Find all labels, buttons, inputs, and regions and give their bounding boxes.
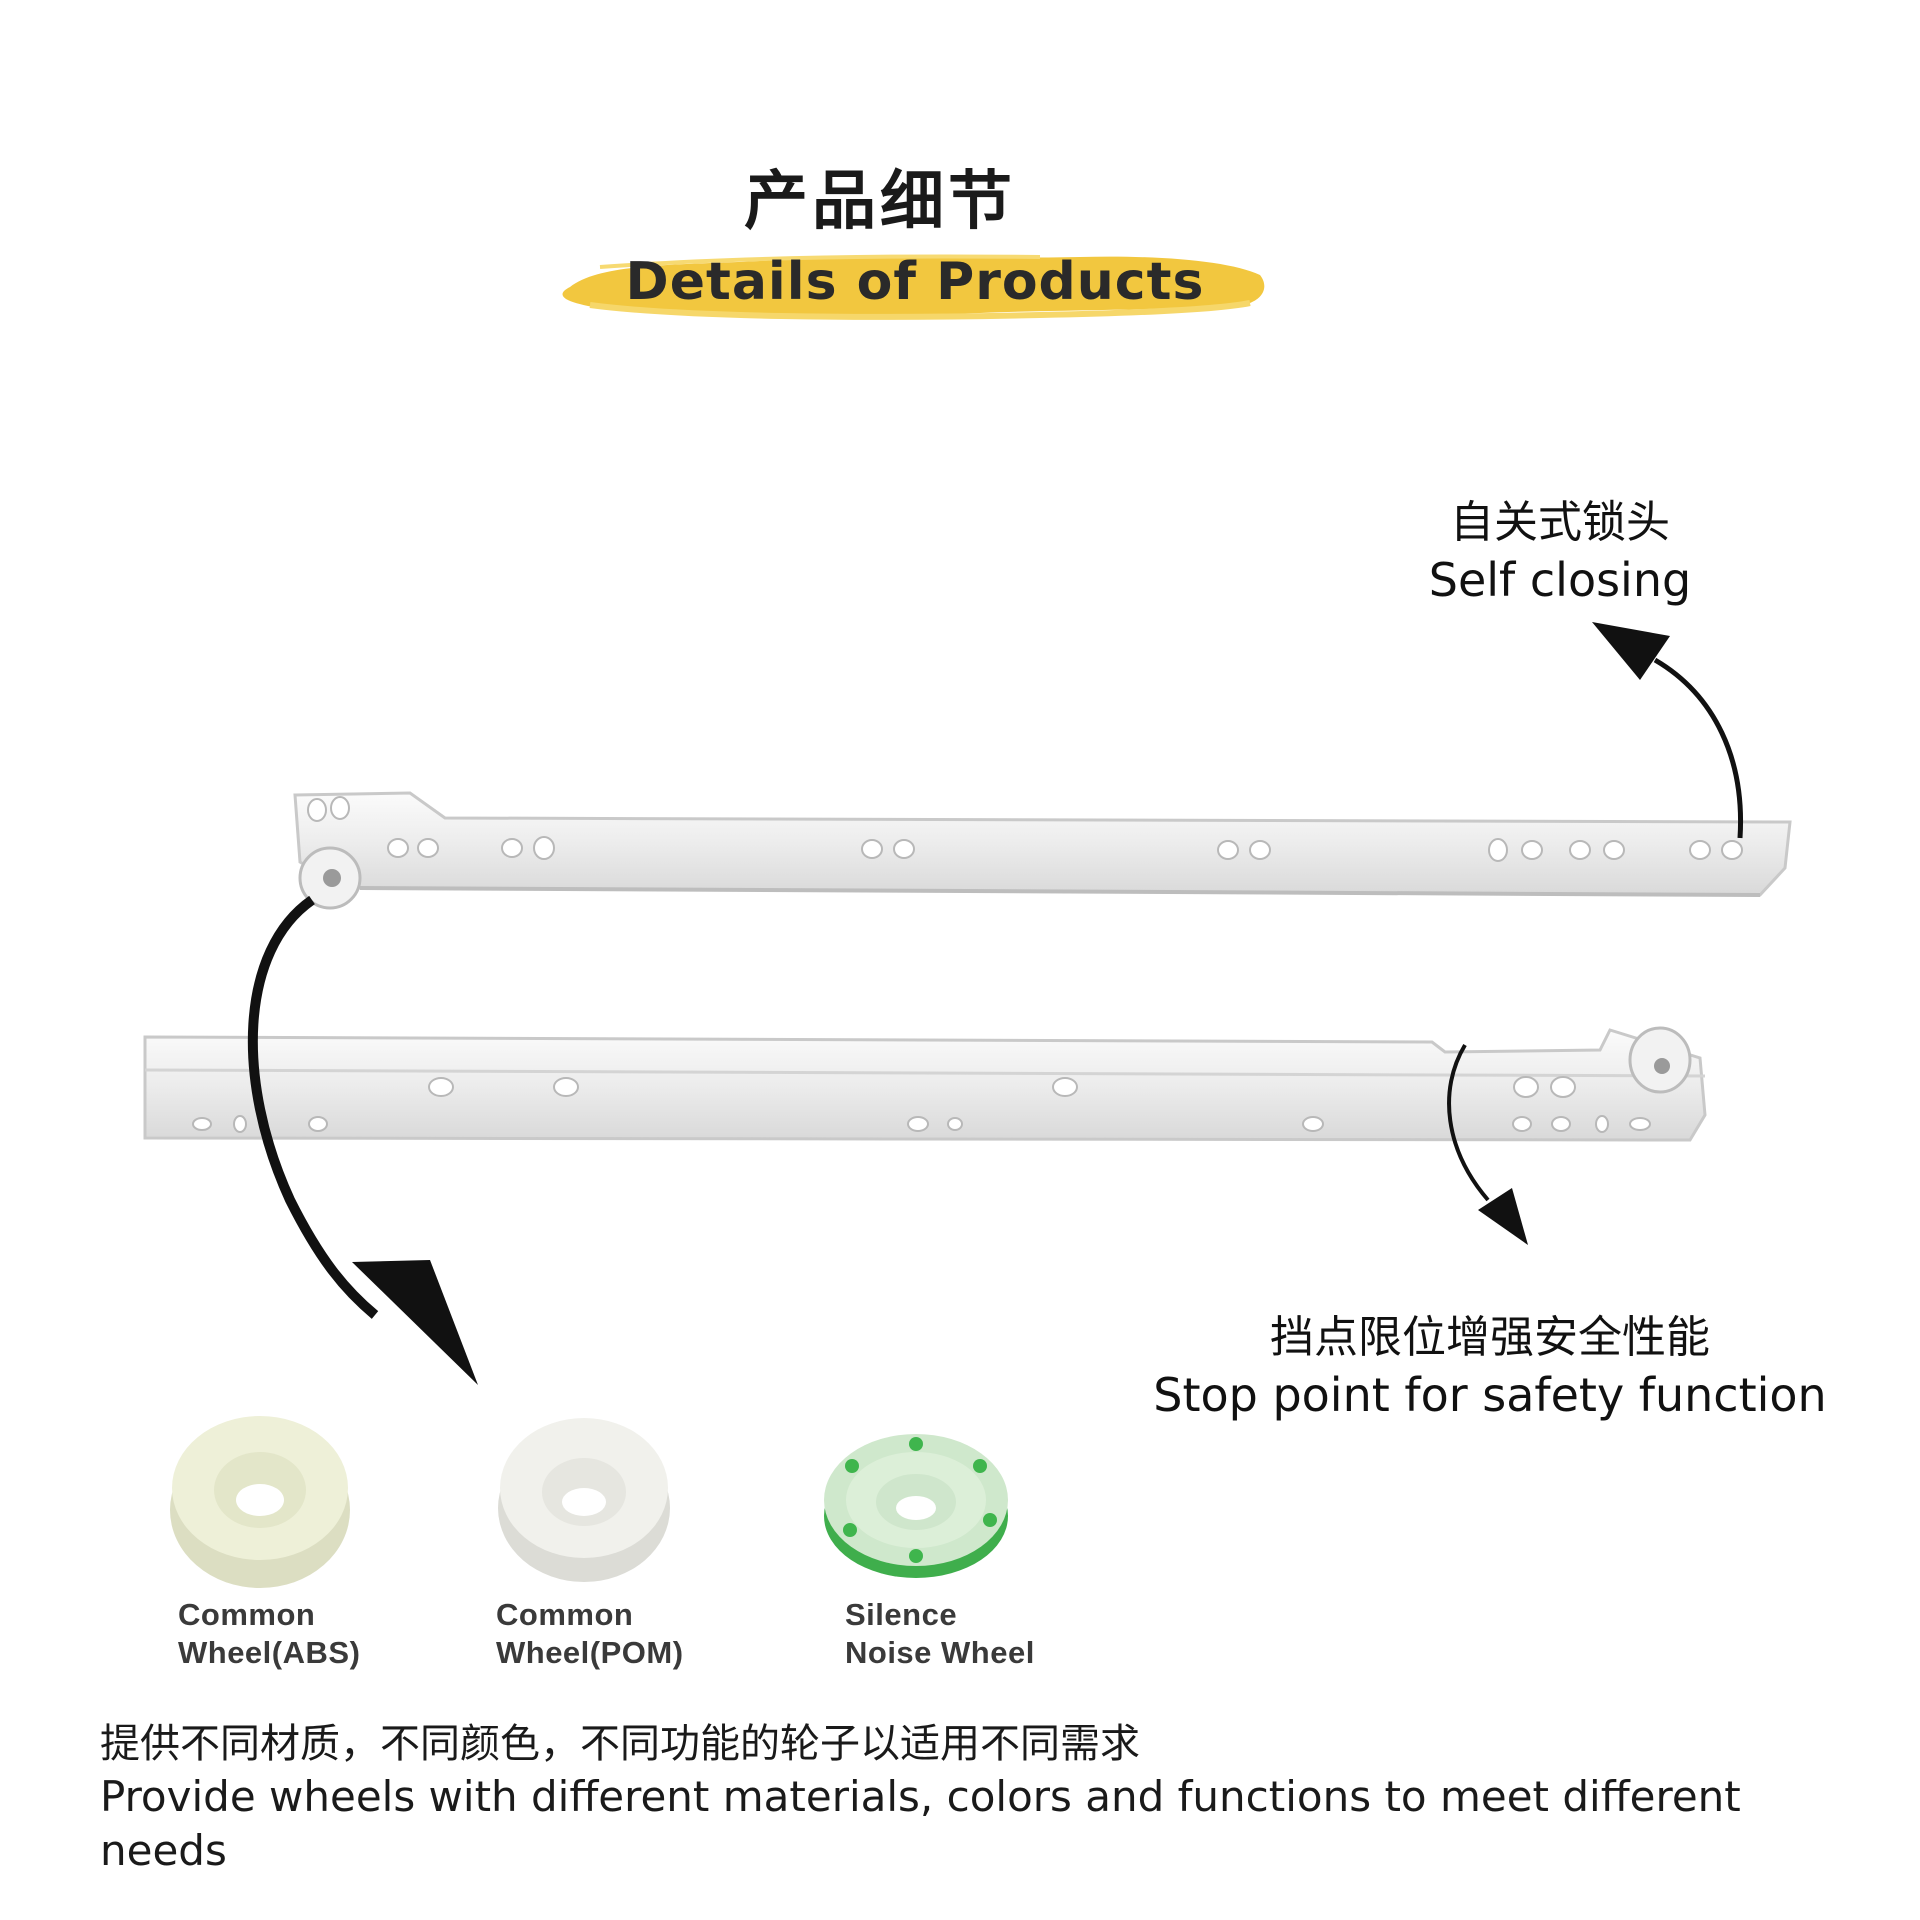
callout-stop-point-en: Stop point for safety function — [1153, 1368, 1827, 1422]
brush-highlight — [562, 254, 1265, 320]
wheel-label-line2: Noise Wheel — [845, 1635, 1035, 1670]
footer-description-en: Provide wheels with different materials,… — [100, 1772, 1741, 1875]
callout-stop-point-cn: 挡点限位增强安全性能 — [1270, 1312, 1710, 1363]
callout-self-closing-cn: 自关式锁头 — [1450, 497, 1670, 548]
upper-rail — [293, 791, 1792, 910]
callout-stop-point: 挡点限位增强安全性能 Stop point for safety functio… — [1150, 1310, 1830, 1424]
page-title-cn: 产品细节 — [744, 165, 1016, 239]
footer-description: 提供不同材质，不同颜色，不同功能的轮子以适用不同需求 Provide wheel… — [100, 1718, 1860, 1878]
wheel-label-line1: Silence — [845, 1597, 958, 1632]
footer-description-cn: 提供不同材质，不同颜色，不同功能的轮子以适用不同需求 — [100, 1721, 1140, 1767]
callout-self-closing-en: Self closing — [1428, 553, 1692, 607]
lower-rail — [143, 1026, 1707, 1142]
arrow-icon — [1592, 622, 1744, 839]
wheel-label-line2: Wheel(POM) — [496, 1635, 684, 1670]
lower-rail-wheel — [1628, 1026, 1692, 1094]
wheel-label-line2: Wheel(ABS) — [178, 1635, 361, 1670]
wheel-label-line1: Common — [496, 1597, 634, 1632]
wheel-image — [824, 1434, 1008, 1578]
arrow-icon — [1447, 1043, 1528, 1245]
wheel-image — [170, 1416, 350, 1588]
wheel-label-pom: Common Wheel(POM) — [496, 1596, 684, 1672]
page-title-en: Details of Products — [625, 252, 1205, 312]
wheel-label-silence: Silence Noise Wheel — [845, 1596, 1035, 1672]
wheel-label-line1: Common — [178, 1597, 316, 1632]
wheel-image — [498, 1418, 670, 1582]
callout-self-closing: 自关式锁头 Self closing — [1390, 495, 1730, 609]
wheel-label-abs: Common Wheel(ABS) — [178, 1596, 360, 1672]
upper-rail-wheel — [298, 846, 362, 910]
arrow-icon — [247, 895, 478, 1385]
